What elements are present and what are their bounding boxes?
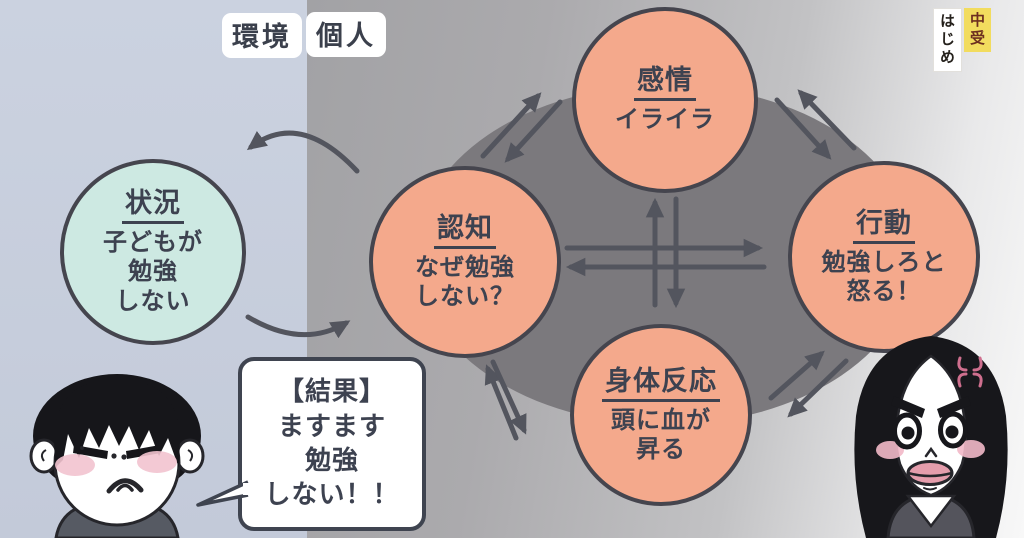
mother-character (854, 336, 1008, 538)
node-body-reaction-title: 身体反応 (602, 366, 720, 402)
boy-mouth (106, 478, 144, 494)
node-situation-line: 勉強 (128, 257, 178, 286)
node-emotion: 感情 イライラ (572, 7, 758, 193)
bubble-line: しない！！ (264, 480, 400, 511)
node-behavior-line: 勉強しろと (821, 247, 947, 276)
bubble-tail (196, 480, 252, 507)
arrow-cycle-cognition-to-situation (246, 130, 360, 174)
label-environment: 環境 (222, 13, 302, 58)
mother-nose (924, 446, 938, 458)
mother-cheeks (876, 440, 985, 459)
node-situation-title: 状況 (122, 188, 184, 225)
bubble-line: 勉強 (304, 446, 359, 476)
node-behavior-line: 怒る！ (846, 277, 922, 306)
arrow-cognition-to-emotion (480, 92, 542, 159)
arrow-body-to-behavior (768, 350, 825, 401)
mother-mouth (906, 460, 954, 491)
boy-mole (80, 446, 84, 450)
node-cognition-title: 認知 (434, 213, 496, 249)
logo-text-hajime: はじめ (933, 8, 962, 72)
node-body-reaction-line: 頭に血が (611, 405, 711, 434)
logo-badge-chuju: 中受 (964, 8, 991, 52)
node-cognition: 認知 なぜ勉強 しない？ (369, 166, 561, 358)
bubble-line: 【結果】 (277, 377, 386, 408)
node-body-reaction: 身体反応 頭に血が 昇る (570, 324, 752, 506)
arrow-behavior-to-body (787, 358, 849, 418)
boy-eyes (80, 446, 127, 460)
arrow-behavior-to-emotion (797, 89, 857, 151)
boy-bangs (54, 380, 180, 468)
arrow-cognition-to-body (490, 359, 527, 435)
mother-face (895, 354, 967, 497)
label-individual: 個人 (306, 12, 386, 57)
node-emotion-title: 感情 (634, 65, 696, 102)
node-body-reaction-line: 昇る (636, 435, 686, 464)
node-behavior-title: 行動 (853, 208, 915, 244)
arrow-emotion-to-cognition (504, 99, 563, 163)
boy-character (29, 374, 205, 538)
arrow-emotion-to-behavior (774, 97, 832, 160)
node-situation-line: 子どもが (103, 228, 203, 257)
site-logo: はじめ 中受 (933, 8, 991, 72)
node-cognition-line: しない？ (415, 282, 515, 311)
node-cognition-line: なぜ勉強 (415, 252, 515, 281)
node-behavior: 行動 勉強しろと 怒る！ (788, 161, 980, 353)
node-situation-line: しない (115, 286, 191, 315)
result-speech-bubble: 【結果】 ますます 勉強 しない！！ (196, 357, 426, 531)
node-situation: 状況 子どもが 勉強 しない (60, 159, 246, 345)
anger-mark-icon (957, 356, 983, 388)
mother-eyes (892, 411, 968, 450)
bubble-line: ますます (277, 411, 386, 442)
arrow-cycle-situation-to-cognition (245, 314, 351, 339)
node-emotion-line: イライラ (615, 105, 715, 134)
boy-cheeks (55, 451, 177, 476)
mother-eyebrows (891, 396, 971, 418)
